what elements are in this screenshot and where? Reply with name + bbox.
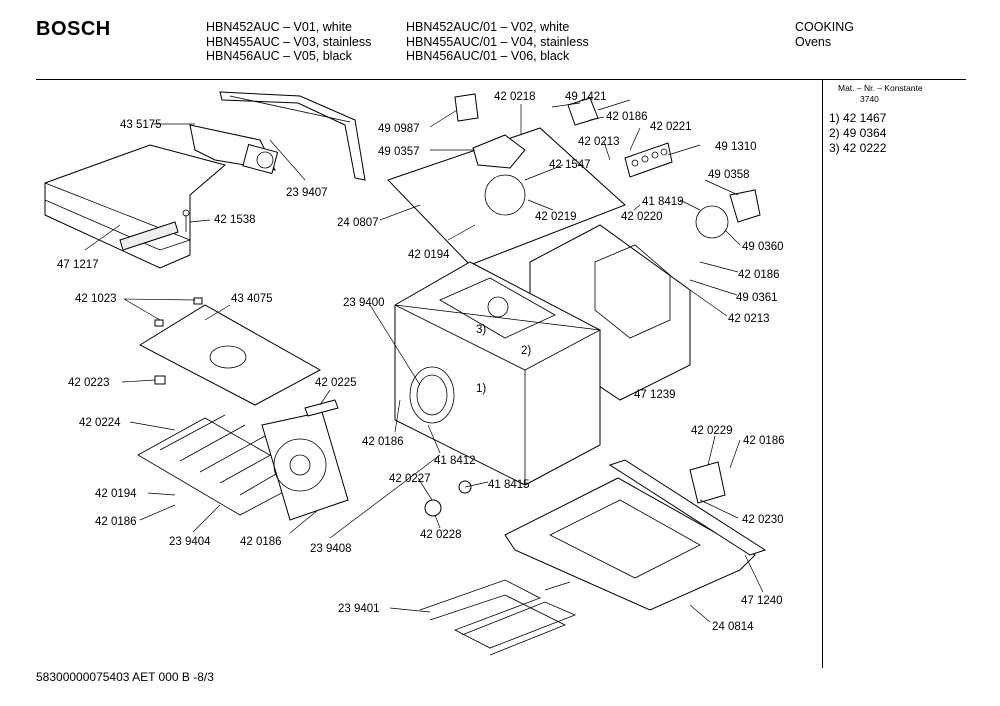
document-id: 58300000075403 AET 000 B -8/3 [36, 670, 214, 684]
model-list-right: HBN452AUC/01 – V02, white HBN455AUC/01 –… [406, 20, 589, 64]
part-label: 49 0360 [742, 241, 784, 253]
callout-label: 3) [476, 324, 486, 336]
part-label: 42 0186 [95, 516, 137, 528]
blower-motor [189, 124, 279, 175]
part-label: 47 1217 [57, 259, 99, 271]
part-label: 23 9400 [343, 297, 385, 309]
part-label: 42 0225 [315, 377, 357, 389]
lower-trim-strip [608, 459, 767, 556]
part-label: 42 0194 [95, 488, 137, 500]
part-label: 43 5175 [120, 119, 162, 131]
part-label: 42 0186 [240, 536, 282, 548]
sidebar-header-line1: Mat. – Nr. – Konstante [838, 83, 923, 93]
brand-logo: BOSCH [36, 18, 111, 40]
part-label: 42 0227 [389, 473, 431, 485]
part-label: 42 0186 [362, 436, 404, 448]
part-label: 42 0228 [420, 529, 462, 541]
bake-element [419, 579, 577, 656]
part-label: 42 0186 [606, 111, 648, 123]
model-line: HBN455AUC – V03, stainless [206, 34, 372, 49]
top-trim-strip [219, 91, 366, 181]
convection-fan [695, 189, 761, 239]
part-label: 49 0987 [378, 123, 420, 135]
part-label: 42 0224 [79, 417, 121, 429]
part-label: 42 0218 [494, 91, 536, 103]
part-label: 42 1023 [75, 293, 117, 305]
part-label: 42 0186 [743, 435, 785, 447]
model-line: HBN456AUC/01 – V06, black [406, 49, 570, 64]
part-label: 23 9404 [169, 536, 211, 548]
part-label: 43 4075 [231, 293, 273, 305]
part-label: 49 0361 [736, 292, 778, 304]
model-list-left: HBN452AUC – V01, white HBN455AUC – V03, … [206, 20, 371, 64]
part-label: 47 1240 [741, 595, 783, 607]
callout-label: 1) [476, 383, 486, 395]
model-line: HBN456AUC – V05, black [206, 49, 352, 64]
sidebar-list: 1) 42 1467 2) 49 0364 3) 42 0222 [829, 111, 886, 156]
part-label: 41 8412 [434, 455, 476, 467]
small-bracket [304, 399, 339, 417]
sidebar-item: 3) 42 0222 [829, 141, 887, 155]
part-label: 42 0229 [691, 425, 733, 437]
part-label: 23 9401 [338, 603, 380, 615]
baking-plate [138, 304, 322, 406]
terminal-block [624, 142, 673, 178]
part-label: 49 1310 [715, 141, 757, 153]
screw-small [182, 209, 190, 232]
leader-lines [84, 102, 764, 623]
transformer [454, 93, 526, 169]
fan-heating-element [261, 411, 349, 521]
part-label: 42 1538 [214, 214, 256, 226]
part-label: 42 0221 [650, 121, 692, 133]
model-line: HBN455AUC/01 – V04, stainless [406, 34, 589, 49]
sidebar-header: Mat. – Nr. – Konstante 3740 [838, 83, 923, 105]
part-label: 23 9407 [286, 187, 328, 199]
bottom-tray [504, 477, 756, 611]
part-label: 42 1547 [549, 159, 591, 171]
oven-cavity [394, 261, 602, 486]
part-label: 42 0186 [738, 269, 780, 281]
sidebar-item: 2) 49 0364 [829, 126, 887, 140]
part-label: 41 8415 [488, 479, 530, 491]
part-label: 42 0223 [68, 377, 110, 389]
part-label: 42 0213 [728, 313, 770, 325]
part-label: 42 0230 [742, 514, 784, 526]
callout-label: 2) [521, 345, 531, 357]
floor-bracket [689, 461, 726, 504]
part-label: 41 8419 [642, 196, 684, 208]
part-label: 49 0357 [378, 146, 420, 158]
part-label: 47 1239 [634, 389, 676, 401]
model-line: HBN452AUC – V01, white [206, 20, 352, 34]
part-label: 42 0220 [621, 211, 663, 223]
cooling-duct [44, 144, 227, 269]
model-line: HBN452AUC/01 – V02, white [406, 20, 570, 34]
part-label: 49 0358 [708, 169, 750, 181]
part-label: 24 0807 [337, 217, 379, 229]
control-knob [424, 480, 472, 517]
header-divider [36, 79, 966, 80]
sidebar-divider [822, 79, 823, 668]
subcategory-title: Ovens [795, 34, 832, 49]
part-label: 24 0814 [712, 621, 754, 633]
part-label: 42 0194 [408, 249, 450, 261]
part-label: 49 1421 [565, 91, 607, 103]
part-label: 23 9408 [310, 543, 352, 555]
sidebar-item: 1) 42 1467 [829, 111, 887, 125]
sidebar-header-line2: 3740 [860, 94, 879, 104]
category-block: COOKING Ovens [795, 20, 854, 49]
part-label: 42 0219 [535, 211, 577, 223]
category-title: COOKING [795, 20, 855, 34]
part-labels: 43 5175 23 9407 42 1538 47 1217 49 0987 … [57, 91, 785, 633]
part-label: 42 0213 [578, 136, 620, 148]
